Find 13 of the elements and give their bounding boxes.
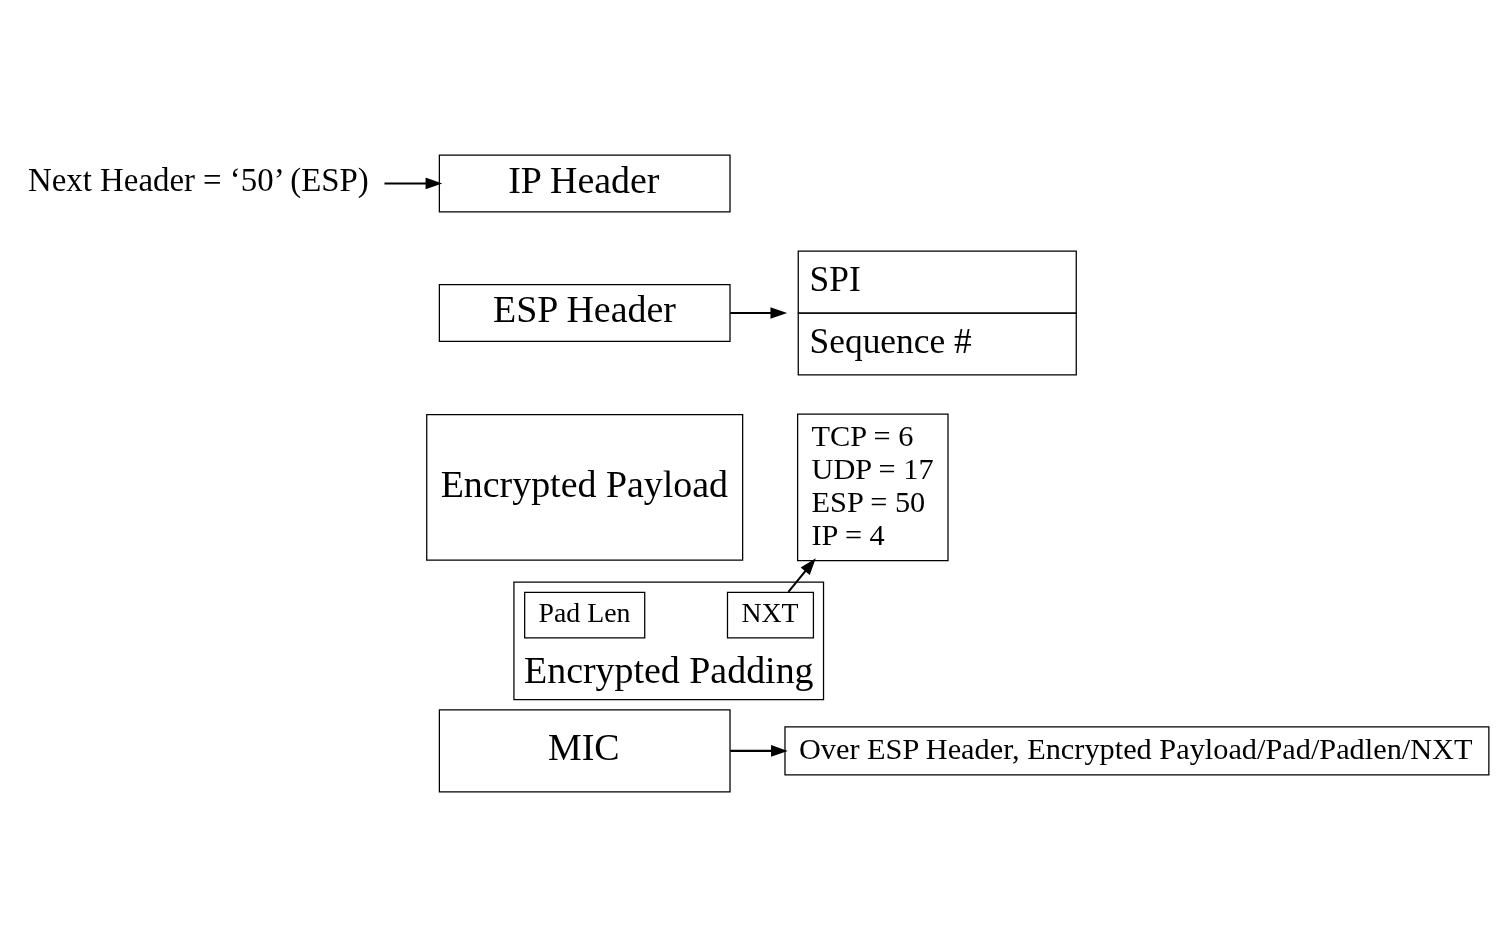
node-box: ESP Header <box>438 283 731 342</box>
node-box: NXT <box>726 591 815 638</box>
node-box: Pad Len <box>524 591 646 638</box>
node-box: IP Header <box>438 153 731 213</box>
arrow <box>384 177 443 189</box>
node-box: MIC <box>438 708 731 793</box>
node-box: Encrypted Payload <box>426 413 744 561</box>
node-text: Next Header = ‘50’ (ESP) <box>28 161 369 198</box>
node-box: Over ESP Header, Encrypted Payload/Pad/Padlen/NXT <box>784 725 1490 775</box>
arrow <box>730 306 788 319</box>
arrow <box>787 557 816 592</box>
arrow <box>730 744 788 757</box>
node-box: TCP = 6 UDP = 17 ESP = 50 IP = 4 <box>797 413 949 561</box>
